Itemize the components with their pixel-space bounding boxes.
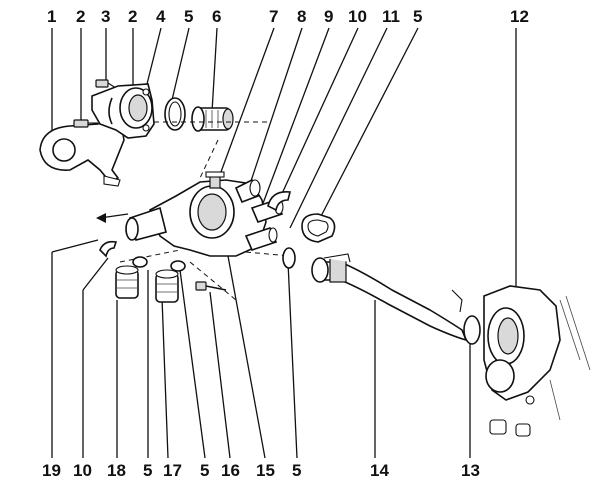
part-thermostat bbox=[191, 106, 234, 132]
part-o-ring-small-a bbox=[132, 256, 148, 268]
part-thermostat-housing bbox=[91, 83, 155, 139]
part-bracket bbox=[39, 116, 125, 187]
callout-3: 3 bbox=[101, 7, 110, 26]
top-leader-lines bbox=[51, 27, 517, 300]
part-bolts bbox=[73, 79, 117, 128]
part-o-ring-small-b bbox=[170, 260, 186, 272]
bottom-leader-lines bbox=[51, 239, 471, 459]
bottom-callouts: 19 10 18 5 17 5 16 15 5 14 13 bbox=[42, 461, 480, 480]
part-water-pump bbox=[451, 285, 591, 437]
part-hose-connector-18 bbox=[115, 265, 139, 299]
part-coolant-housing bbox=[125, 171, 284, 257]
callout-18: 18 bbox=[107, 461, 126, 480]
callout-11: 11 bbox=[382, 7, 400, 26]
callout-5d: 5 bbox=[200, 461, 209, 480]
part-coolant-pipe bbox=[311, 253, 468, 342]
callout-5e: 5 bbox=[292, 461, 301, 480]
part-o-ring-right bbox=[282, 247, 296, 269]
callout-14: 14 bbox=[370, 461, 389, 480]
callout-1: 1 bbox=[47, 7, 56, 26]
callout-17: 17 bbox=[163, 461, 182, 480]
callout-19: 19 bbox=[42, 461, 61, 480]
part-hose-connector-17 bbox=[155, 269, 179, 303]
callout-5c: 5 bbox=[143, 461, 152, 480]
callout-5a: 5 bbox=[184, 7, 193, 26]
callout-9: 9 bbox=[324, 7, 333, 26]
part-o-ring-pump bbox=[463, 315, 481, 345]
callout-13: 13 bbox=[461, 461, 480, 480]
callout-6: 6 bbox=[212, 7, 221, 26]
part-bolt-16 bbox=[195, 281, 227, 291]
part-clip-left bbox=[99, 240, 118, 258]
callout-4: 4 bbox=[156, 7, 166, 26]
callout-5b: 5 bbox=[413, 7, 422, 26]
callout-12: 12 bbox=[510, 7, 529, 26]
callout-10b: 10 bbox=[73, 461, 92, 480]
callout-2b: 2 bbox=[128, 7, 137, 26]
callout-16: 16 bbox=[221, 461, 240, 480]
callout-8: 8 bbox=[297, 7, 306, 26]
flow-arrow bbox=[96, 213, 129, 223]
top-callouts: 1 2 3 2 4 5 6 7 8 9 10 11 5 12 bbox=[47, 7, 529, 26]
callout-2a: 2 bbox=[76, 7, 85, 26]
part-clip bbox=[267, 190, 291, 212]
callout-7: 7 bbox=[269, 7, 278, 26]
callout-10a: 10 bbox=[348, 7, 367, 26]
callout-15: 15 bbox=[256, 461, 275, 480]
